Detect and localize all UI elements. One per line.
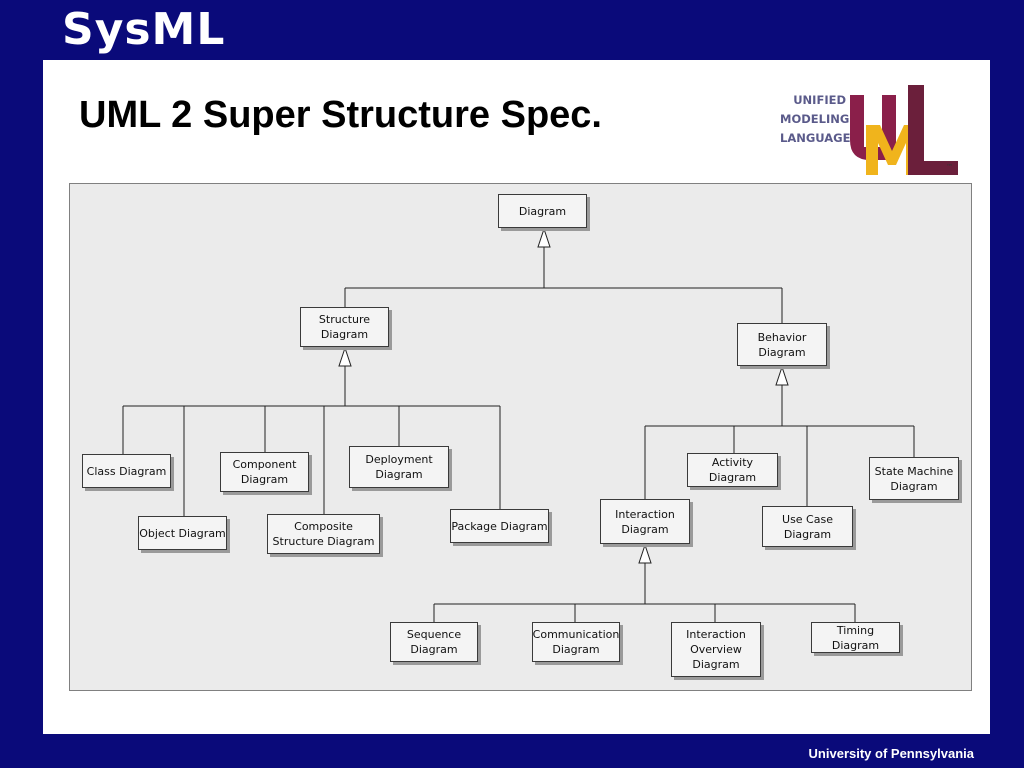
uml-logo-line-3: LANGUAGE [780,131,851,145]
node-use-case-diagram: Use Case Diagram [762,506,853,547]
node-communication-diagram: Communication Diagram [532,622,620,662]
node-class-diagram: Class Diagram [82,454,171,488]
generalization-lines [122,227,915,622]
brand-title: SysML [62,4,226,55]
generalization-arrow-icon [775,365,789,386]
node-behavior-diagram: Behavior Diagram [737,323,827,366]
uml-logo: UNIFIED MODELING LANGUAGE ™ [778,65,958,185]
node-interaction-diagram: Interaction Diagram [600,499,690,544]
node-structure-diagram: Structure Diagram [300,307,389,347]
footer-institution: University of Pennsylvania [808,746,974,761]
diagram-panel: Diagram Structure Diagram Behavior Diagr… [69,183,972,691]
uml-logo-wordmark: UNIFIED MODELING LANGUAGE [780,91,851,148]
node-sequence-diagram: Sequence Diagram [390,622,478,662]
node-composite-structure-diagram: Composite Structure Diagram [267,514,380,554]
slide-title: UML 2 Super Structure Spec. [79,94,602,136]
node-deployment-diagram: Deployment Diagram [349,446,449,488]
trademark-text: ™ [946,163,953,171]
node-interaction-overview-diagram: Interaction Overview Diagram [671,622,761,677]
uml-logo-line-1: UNIFIED [793,93,846,107]
node-package-diagram: Package Diagram [450,509,549,543]
node-state-machine-diagram: State Machine Diagram [869,457,959,500]
uml-logo-mark-icon: ™ [850,85,958,175]
node-diagram: Diagram [498,194,587,228]
node-component-diagram: Component Diagram [220,452,309,492]
generalization-arrow-icon [638,543,652,564]
node-timing-diagram: Timing Diagram [811,622,900,653]
generalization-arrow-icon [537,227,551,248]
generalization-arrow-icon [338,346,352,367]
uml-logo-line-2: MODELING [780,112,850,126]
node-object-diagram: Object Diagram [138,516,227,550]
node-activity-diagram: Activity Diagram [687,453,778,487]
